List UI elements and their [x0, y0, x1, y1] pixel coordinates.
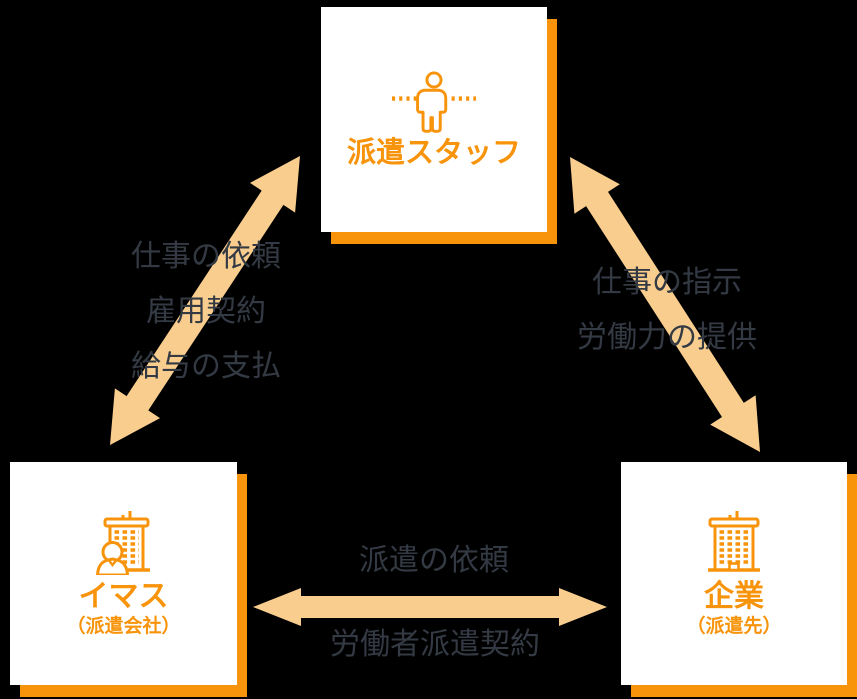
building-icon: [708, 511, 760, 572]
building-person-icon: [95, 511, 150, 576]
node-agency-label: イマス: [78, 580, 169, 614]
edge-label-line: 仕事の依頼: [131, 240, 281, 273]
edge-label-dispatch-request: 派遣の依頼: [359, 544, 509, 577]
arrow-agency-staff: [110, 156, 300, 445]
node-staff: 派遣スタッフ: [321, 7, 547, 232]
node-client-label: 企業: [704, 580, 764, 614]
edge-label-client-staff: 仕事の指示 労働力の提供: [577, 255, 757, 365]
node-client-sublabel: （派遣先）: [686, 616, 782, 638]
edge-label-agency-staff: 仕事の依頼 雇用契約 給与の支払: [131, 229, 281, 394]
edge-label-line: 雇用契約: [146, 295, 266, 328]
arrow-agency-client: [253, 588, 607, 626]
edge-label-dispatch-contract: 労働者派遣契約: [330, 628, 540, 661]
arrow-client-staff: [570, 157, 760, 452]
edge-label-line: 労働力の提供: [577, 321, 757, 354]
edge-label-line: 給与の支払: [131, 350, 281, 383]
person-icon: [391, 71, 477, 133]
node-agency-sublabel: （派遣会社）: [66, 616, 181, 638]
node-agency: イマス （派遣会社）: [10, 462, 237, 685]
node-client: 企業 （派遣先）: [621, 462, 847, 685]
edge-label-line: 仕事の指示: [592, 266, 742, 299]
node-staff-label: 派遣スタッフ: [346, 136, 521, 169]
